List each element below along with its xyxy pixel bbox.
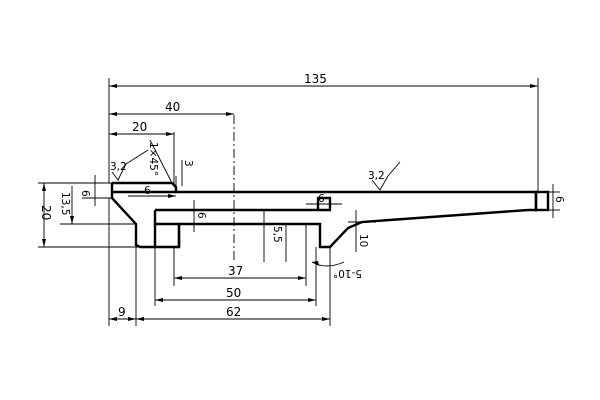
dim-6-end-label: 6: [553, 196, 565, 203]
dim-20-left: 20: [38, 182, 140, 248]
right-end-block: [534, 190, 550, 212]
part-outline: [110, 181, 550, 249]
dim-angle-label: 5-10°: [333, 267, 362, 279]
dim-37-label: 37: [228, 264, 243, 278]
dim-3-label: 3: [182, 160, 194, 167]
dim-62-label: 62: [226, 305, 241, 319]
chamfer-note: 1×45°: [147, 139, 173, 184]
dim-5-5-label: 5,5: [271, 226, 283, 243]
roughness-left-label: 3,2: [110, 161, 127, 173]
dim-50-label: 50: [226, 286, 241, 300]
dim-10: 10: [348, 210, 376, 252]
dim-6-left: 6: [79, 175, 112, 206]
roughness-left: 3,2: [110, 149, 149, 181]
dim-6-right-slot: 6: [306, 193, 342, 205]
dim-37: 37: [173, 224, 307, 286]
dim-9-62: 9 62: [108, 198, 331, 326]
inner-slot: [155, 196, 332, 212]
dim-6-end: 6: [548, 184, 565, 218]
dim-6-slot: 6: [193, 200, 207, 232]
dim-40-label: 40: [165, 100, 180, 114]
dim-10-label: 10: [357, 234, 369, 247]
inner-slot-lower: [153, 210, 179, 226]
dim-13-5-label: 13,5: [59, 192, 71, 215]
dim-5-5: 5,5: [263, 210, 287, 262]
dim-6-left-label: 6: [79, 190, 91, 197]
dim-20-left-label: 20: [39, 205, 53, 220]
dim-135: 135: [108, 72, 539, 192]
dim-angle: 5-10°: [311, 261, 362, 279]
roughness-right-label: 3,2: [368, 170, 385, 182]
dim-40: 40: [109, 100, 234, 116]
dim-6-inner: 6: [128, 185, 176, 198]
dim-20-label: 20: [132, 120, 147, 134]
dim-6-slot-label: 6: [195, 212, 207, 219]
chamfer-label: 1×45°: [147, 142, 159, 176]
dim-13-5: 13,5: [59, 186, 136, 225]
roughness-right: 3,2: [368, 161, 401, 191]
dim-20: 20: [109, 120, 175, 187]
dim-135-label: 135: [304, 72, 327, 86]
dim-50: 50: [154, 247, 317, 306]
dim-9-label: 9: [118, 305, 126, 319]
dim-6-inner-label: 6: [144, 185, 151, 197]
dim-6-right-slot-label: 6: [318, 193, 325, 205]
dim-3: 3: [175, 160, 194, 186]
